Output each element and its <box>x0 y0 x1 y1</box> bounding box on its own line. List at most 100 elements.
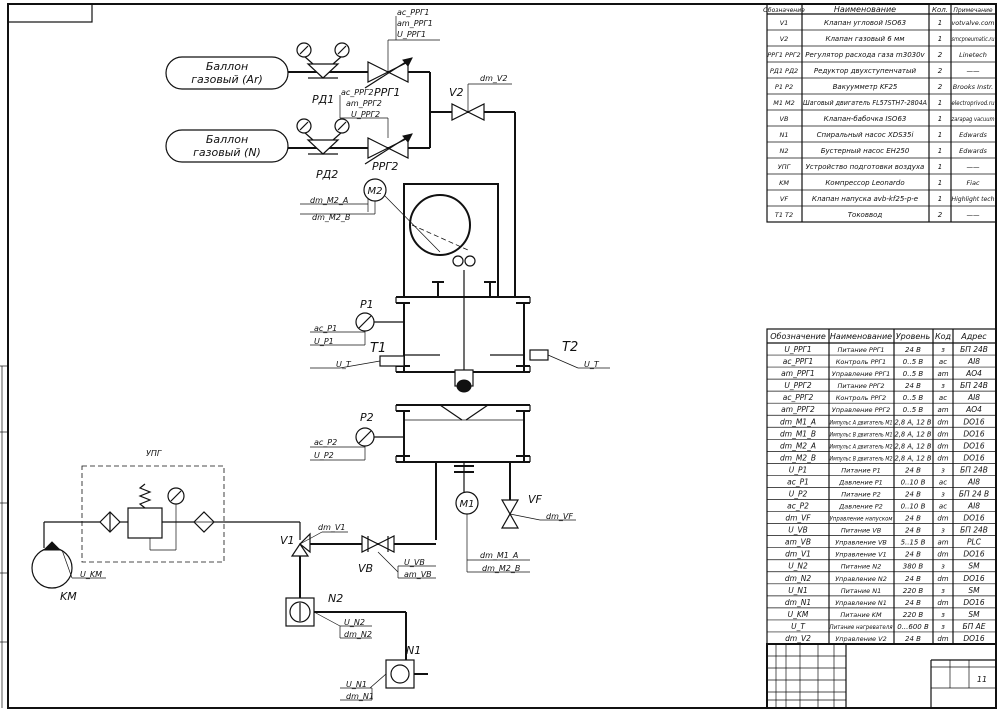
parts-cell: 1 <box>938 35 942 43</box>
parts-cell: Шаговый двигатель FL57STH7-2804A <box>803 99 927 107</box>
parts-cell: Клапан напуска avb-kf25-p-e <box>812 195 918 203</box>
parts-cell: Brooks Instr. <box>953 83 993 91</box>
signal-ac-p2: ac_P2 <box>314 438 337 447</box>
parts-cell: РД1 РД2 <box>770 67 798 75</box>
signals-header-designation: Обозначение <box>770 332 826 341</box>
signal-ac-rrg2: ac_PPГ2 <box>341 88 374 97</box>
signals-cell: dm_V1 <box>785 550 811 559</box>
chamber-top-enclosure <box>403 183 499 298</box>
parts-cell: —— <box>967 211 981 219</box>
signals-cell: Управление V1 <box>835 551 886 559</box>
signals-cell: dm <box>937 551 948 559</box>
signals-cell: Управление PPГ2 <box>832 406 890 414</box>
parts-cell: votvalve.com <box>952 19 995 27</box>
signals-cell: U_P2 <box>789 490 808 499</box>
signals-cell: ac_PPГ2 <box>783 393 814 402</box>
signals-cell: з <box>941 563 945 571</box>
signals-cell: dm <box>937 575 948 583</box>
signals-cell: Питание PPГ2 <box>837 382 884 390</box>
rd2-label: РД2 <box>316 168 338 181</box>
chamber-lower <box>395 404 531 540</box>
parts-cell: 2 <box>938 211 943 219</box>
parts-cell: 2 <box>938 67 943 75</box>
parts-cell: N2 <box>780 147 789 155</box>
signals-cell: U_KM <box>788 610 809 619</box>
signals-header-level: Уровень <box>896 332 931 341</box>
signals-header-address: Адрес <box>960 332 987 341</box>
cylinder-ar-label-1: Баллон <box>206 60 248 73</box>
parts-cell: zarapag vacuum <box>951 115 995 123</box>
signals-cell: БП 24В <box>960 381 988 390</box>
signals-cell: 24 В <box>905 551 921 559</box>
signals-cell: PLC <box>967 538 982 547</box>
signals-cell: з <box>941 623 945 631</box>
parts-cell: 1 <box>938 19 942 27</box>
km-label: KM <box>60 590 77 603</box>
signals-cell: ac <box>939 479 947 487</box>
pressure-reducer-rd1: РД1 <box>296 42 350 106</box>
signals-cell: dm_VF <box>785 514 811 523</box>
signal-u-n2: U_N2 <box>344 618 365 627</box>
signals-cell: Управление напуском <box>830 515 893 523</box>
signals-cell: Импульс A двигатель M1 <box>830 418 893 426</box>
signals-cell: 0..10 В <box>901 479 926 487</box>
signals-cell: AI8 <box>967 478 980 487</box>
signals-cell: Управление V2 <box>835 635 886 643</box>
scroll-pump-n1: N1 U_N1 dm_N1 <box>340 644 428 701</box>
parts-cell: Клапан газовый 6 мм <box>825 35 905 43</box>
signals-cell: am_PPГ1 <box>781 369 815 378</box>
parts-cell: —— <box>967 163 981 171</box>
signals-cell: Управление N2 <box>835 575 887 583</box>
parts-cell: Edwards <box>959 147 987 155</box>
signals-cell: am <box>937 539 948 547</box>
vacuum-gauge-p1: P1 ac_P1 U_P1 <box>310 298 404 346</box>
signals-cell: ac_P2 <box>787 502 809 511</box>
chamber-upper <box>395 270 531 393</box>
parts-cell: 1 <box>938 131 942 139</box>
m2-label: M2 <box>368 186 383 197</box>
motor-m2: M2 dm_M2_A dm_M2_B <box>300 178 441 253</box>
signals-cell: SM <box>968 562 980 571</box>
signals-cell: Питание P1 <box>841 466 880 474</box>
signals-cell: U_PPГ1 <box>784 345 811 354</box>
signal-am-rrg2: am_PPГ2 <box>346 99 382 108</box>
signal-ac-rrg1: ac_PPГ1 <box>397 8 430 17</box>
parts-header-name: Наименование <box>834 5 896 14</box>
signal-dm-m1-a: dm_M1_A <box>480 551 518 560</box>
signals-cell: 220 В <box>903 587 924 595</box>
vacuum-gauge-p2: P2 ac_P2 U_P2 <box>310 411 404 461</box>
signals-cell: 2,8 А, 12 В <box>895 442 932 450</box>
signals-cell: dm <box>937 515 948 523</box>
parts-cell: KM <box>779 179 789 187</box>
rd1-label: РД1 <box>312 93 334 106</box>
parts-cell: N1 <box>780 131 789 139</box>
parts-cell: VB <box>780 115 789 123</box>
signal-u-t-right: U_T <box>584 360 600 369</box>
parts-cell: smcpneumatic.ru <box>952 35 995 43</box>
signals-cell: Управление PPГ1 <box>832 370 890 378</box>
signals-cell: dm <box>937 635 948 643</box>
gas-cylinder-n: Баллон газовый (N) <box>165 129 289 163</box>
upg-label: УПГ <box>146 449 162 458</box>
parts-cell: Компрессор Leonardo <box>825 179 904 187</box>
signals-cell: з <box>941 491 945 499</box>
signals-cell: dm <box>937 418 948 426</box>
cylinder-n-label-1: Баллон <box>206 133 248 146</box>
signal-dm-n2: dm_N2 <box>344 630 372 639</box>
motor-m1: M1 dm_M1_A dm_M2_B <box>455 491 530 573</box>
signal-dm-v1: dm_V1 <box>318 523 345 532</box>
signals-cell: БП AE <box>962 622 985 631</box>
signals-cell: DO16 <box>963 574 984 583</box>
signals-cell: dm <box>937 454 948 462</box>
signals-cell: dm_M1_A <box>780 417 816 426</box>
current-feedthrough-t1: T1 U_T <box>310 341 405 369</box>
parts-cell: M1 M2 <box>773 99 795 107</box>
signals-cell: 2,8 А, 12 В <box>895 430 932 438</box>
signal-u-n1: U_N1 <box>346 680 367 689</box>
pressure-reducer-rd2: РД2 <box>296 118 350 181</box>
signals-cell: am_PPГ2 <box>781 405 815 414</box>
parts-cell: 1 <box>938 179 942 187</box>
parts-cell: Бустерный насос EH250 <box>821 147 910 155</box>
